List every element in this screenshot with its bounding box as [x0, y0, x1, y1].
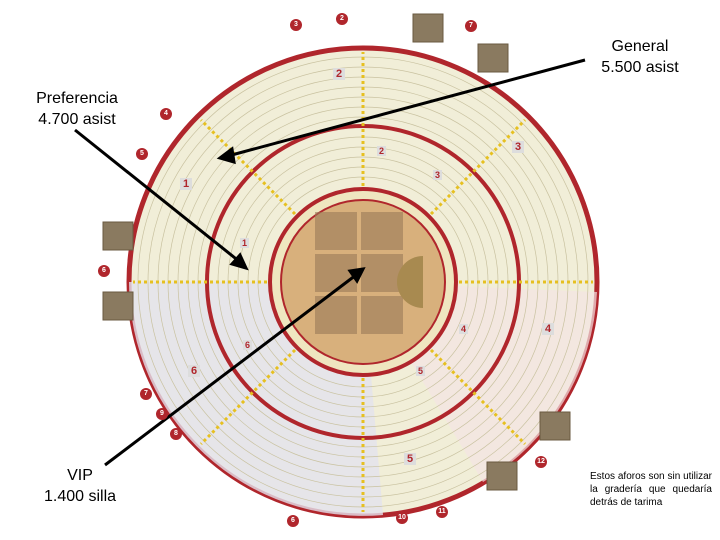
gate-11: 11	[436, 506, 448, 518]
general-arrow-head	[216, 146, 236, 165]
general-capacity: 5.500 asist	[601, 59, 679, 76]
inner-section-5: 5	[416, 366, 426, 376]
gate-9: 9	[156, 408, 168, 420]
preferencia-capacity: 4.700 asist	[38, 111, 116, 128]
preferencia-label: Preferencia 4.700 asist	[22, 88, 132, 130]
gate-7: 7	[465, 20, 477, 32]
inner-section-2: 2	[377, 146, 387, 156]
capacity-note: Estos aforos son sin utilizar la graderí…	[590, 471, 712, 508]
outer-section-1: 1	[180, 178, 193, 190]
outer-section-6: 6	[188, 365, 201, 377]
gate-6a: 6	[98, 265, 110, 277]
preferencia-arrow-head	[229, 252, 249, 271]
stage	[397, 256, 423, 308]
general-name: General	[611, 38, 669, 55]
gate-6b: 6	[287, 515, 299, 527]
towers	[102, 13, 571, 491]
gate-7b: 7	[140, 388, 152, 400]
gate-5: 5	[136, 148, 148, 160]
preferencia-arrow	[74, 128, 241, 264]
inner-section-6: 6	[243, 340, 253, 350]
vip-arrow-head	[347, 267, 366, 284]
pointer-arrows	[74, 58, 586, 467]
outer-section-2: 2	[333, 68, 346, 80]
vip-arrow	[104, 273, 357, 467]
inner-section-4: 4	[459, 324, 469, 334]
gate-10: 10	[396, 512, 408, 524]
vip-label: VIP 1.400 silla	[30, 465, 130, 507]
gate-4: 4	[160, 108, 172, 120]
general-arrow	[227, 58, 586, 158]
gate-12: 12	[535, 456, 547, 468]
inner-section-1: 1	[240, 238, 250, 248]
vip-chair-blocks	[315, 212, 403, 334]
inner-section-3: 3	[433, 170, 443, 180]
general-label: General 5.500 asist	[585, 36, 695, 78]
vip-name: VIP	[67, 467, 93, 484]
gate-3: 3	[290, 19, 302, 31]
gate-2: 2	[336, 13, 348, 25]
outer-section-3: 3	[512, 141, 525, 153]
gate-8: 8	[170, 428, 182, 440]
vip-capacity: 1.400 silla	[43, 488, 117, 505]
outer-section-4: 4	[542, 323, 555, 335]
preferencia-name: Preferencia	[36, 90, 118, 107]
outer-section-5: 5	[404, 453, 417, 465]
